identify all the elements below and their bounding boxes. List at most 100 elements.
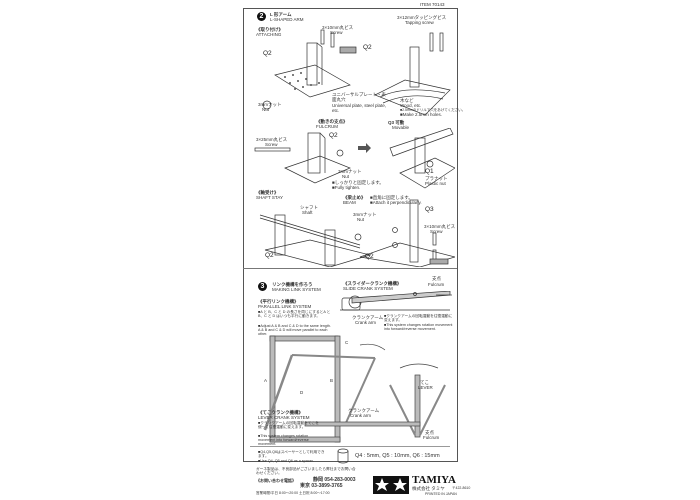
spacer-divider xyxy=(250,446,450,447)
beam-note-jp: ■直角に固定します。 xyxy=(370,195,413,200)
lever-note-en: ■This system changes rotation movement i… xyxy=(258,434,309,447)
beam-nut-jp: 3mmナット xyxy=(353,212,377,217)
phone-main: 静岡 054-283-0003 xyxy=(313,477,356,483)
nut-label-jp: 3mmナット xyxy=(258,102,282,107)
lever-crank-en: Crank arm xyxy=(350,413,372,418)
section-divider xyxy=(243,268,457,269)
plate-label-jp: ユニバーサルプレート・表面丸穴 xyxy=(332,92,386,102)
shaft-stay-heading-en: SHAFT STAY xyxy=(256,195,284,200)
company-name: 株式会社 タミヤ xyxy=(412,486,445,491)
beam-nut-en: Nut xyxy=(357,217,365,222)
fulcrum-part-q2: Q2 xyxy=(329,132,338,139)
tapping-screw-jp: 3×12mmタッピングビス xyxy=(397,15,447,20)
q3-movable-label: Q3 可動 xyxy=(388,120,405,125)
parallel-text-en: ■Adjust A & B and C & D to the same leng… xyxy=(258,324,331,337)
business-hours: 営業時間/平日 8:00〜20:00 土日祝 8:00〜17:00 xyxy=(256,491,330,495)
fulcrum-heading-jp: 《動きの支点》 xyxy=(316,119,348,124)
printed-in: PRINTED IN JAPAN xyxy=(425,492,457,496)
screw-label-jp: 3×10mm丸ビス xyxy=(322,25,354,30)
beam-note-en: ■Attach it perpendicularly. xyxy=(370,200,422,205)
lever-fulcrum-en: Fulcrum xyxy=(423,435,440,440)
nut-label-en: Nut xyxy=(262,107,270,112)
beam-screw-en: Screw xyxy=(430,229,443,234)
q1-plastic-nut-en: Plastic nut xyxy=(425,181,446,186)
lever-note-jp: ■クランクアームの回転運動をてこを使って往復運動に変えます。 xyxy=(258,421,319,430)
link-label-c: C xyxy=(345,340,349,345)
tapping-screw-en: Tapping screw xyxy=(405,20,434,25)
q3-movable-en: Movable xyxy=(392,125,410,130)
fulcrum-screw-jp: 3×25mm丸ビス xyxy=(256,137,288,142)
plate-label-en: Universal plate, steel plate, etc. xyxy=(332,103,387,113)
step2-number: 2 xyxy=(257,12,266,21)
phone-tokyo: 東京 03-3899-3765 xyxy=(300,483,343,489)
fulcrum-heading-en: FULCRUM xyxy=(316,124,338,129)
fulcrum-note-jp: ■しっかりと固定します。 xyxy=(332,180,384,185)
parallel-heading-en: PARALLEL LINK SYSTEM xyxy=(258,304,312,309)
part-q2-wood: Q2 xyxy=(363,44,372,51)
slide-heading-jp: 《スライダークランク機構》 xyxy=(343,281,402,286)
attaching-heading-jp: 《取り付け》 xyxy=(256,27,283,32)
wood-label-en: Wood, etc. xyxy=(400,103,422,108)
slide-fulcrum-en: Fulcrum xyxy=(428,282,445,287)
wood-note-jp: ■2.5mmのドリルで穴をあけてください。 xyxy=(400,108,466,112)
slide-heading-en: SLIDE CRANK SYSTEM xyxy=(343,286,393,291)
attaching-illustration xyxy=(262,29,451,116)
link-label-a: A xyxy=(264,378,268,383)
q1-plastic-nut-jp: プラナット xyxy=(425,176,448,181)
wood-note-en: ■Make 2.5mm holes. xyxy=(400,112,442,117)
lever-fulcrum-jp: 支点 xyxy=(425,430,434,435)
footer-notice: ガーネ製品は、不良部品がございましたら弊社までお問い合わせください。 xyxy=(256,467,356,476)
parallel-text-jp: ■A と B、C と D の長さを同じにするとA と B、C と D はいつも平… xyxy=(258,310,331,319)
q1-part: Q1 xyxy=(425,168,434,175)
lever-crank-jp: クランクアーム xyxy=(348,408,380,413)
slide-crank-jp: クランクアーム xyxy=(352,315,384,320)
arrow-right-icon xyxy=(358,143,371,153)
beam-screw-jp: 3×10mm丸ビス xyxy=(424,224,456,229)
part-q2: Q2 xyxy=(263,50,272,57)
fulcrum-screw-en: Screw xyxy=(265,142,278,147)
shaft-label-jp: シャフト xyxy=(300,205,318,210)
shaft-part-q2: Q2 xyxy=(265,252,274,259)
spacer-note-en: ■Use Q4, Q5 and Q6 as a spacer. xyxy=(258,459,314,463)
slide-note-jp: ■クランクアームの回転運動を往復運動に変えます。 xyxy=(384,314,453,323)
tamiya-star-logo xyxy=(373,476,409,494)
company-address: 〒422-8610 xyxy=(452,486,471,490)
slide-fulcrum-jp: 支点 xyxy=(432,276,441,281)
parallel-heading-jp: 《平行リンク機構》 xyxy=(258,299,299,304)
spacer-icon xyxy=(337,448,349,464)
item-number: ITEM 70143 xyxy=(420,2,445,7)
link-system-illustration xyxy=(263,335,446,443)
shaft-label-en: Shaft xyxy=(302,210,313,215)
beam-part-q3: Q3 xyxy=(425,206,434,213)
instruction-page xyxy=(243,8,458,462)
fulcrum-note-en: ■Fully tighten. xyxy=(332,185,361,190)
spacer-sizes: Q4 : 5mm, Q5 : 10mm, Q6 : 15mm xyxy=(355,453,440,459)
step2-title-jp: L 形アーム xyxy=(270,12,292,17)
lever-label-en: LEVER xyxy=(418,385,433,390)
lever-label-jp: てこ xyxy=(420,380,429,385)
link-label-d: D xyxy=(300,390,304,395)
lever-heading-jp: 《てこクランク機構》 xyxy=(258,410,303,415)
slide-crank-illustration xyxy=(340,291,452,311)
tamiya-brand: TAMIYA xyxy=(412,474,457,486)
lever-heading-en: LEVER CRANK SYSTEM xyxy=(258,415,310,420)
contact-heading: 《お問い合わせ電話》 xyxy=(256,478,296,483)
beam-heading-en: BEAM xyxy=(343,200,356,205)
step3-title-jp: リンク機構を作ろう xyxy=(272,282,313,287)
shaft-stay-heading-jp: 《軸受け》 xyxy=(256,190,279,195)
beam-part-q2: Q2 xyxy=(365,253,374,260)
shaft-beam-illustration xyxy=(259,199,455,267)
spacer-note-jp: ■Q4,Q5,Q6はスペーサーとして利用できます。 xyxy=(258,450,325,459)
step2-title-en: L-SHAPED ARM xyxy=(270,17,304,22)
slide-crank-en: Crank arm xyxy=(355,320,377,325)
beam-heading-jp: 《梁止め》 xyxy=(343,195,366,200)
step3-title-en: MAKING LINK SYSTEM xyxy=(272,287,321,292)
fulcrum-nut-jp: 3mmナット xyxy=(338,169,362,174)
attaching-heading-en: ATTACHING xyxy=(256,32,282,37)
wood-label-jp: 木など xyxy=(400,98,414,103)
fulcrum-nut-en: Nut xyxy=(342,174,350,179)
step3-number: 3 xyxy=(258,282,267,291)
link-label-b: B xyxy=(330,378,334,383)
fulcrum-illustration xyxy=(254,128,455,189)
screw-label-en: Screw xyxy=(330,30,343,35)
